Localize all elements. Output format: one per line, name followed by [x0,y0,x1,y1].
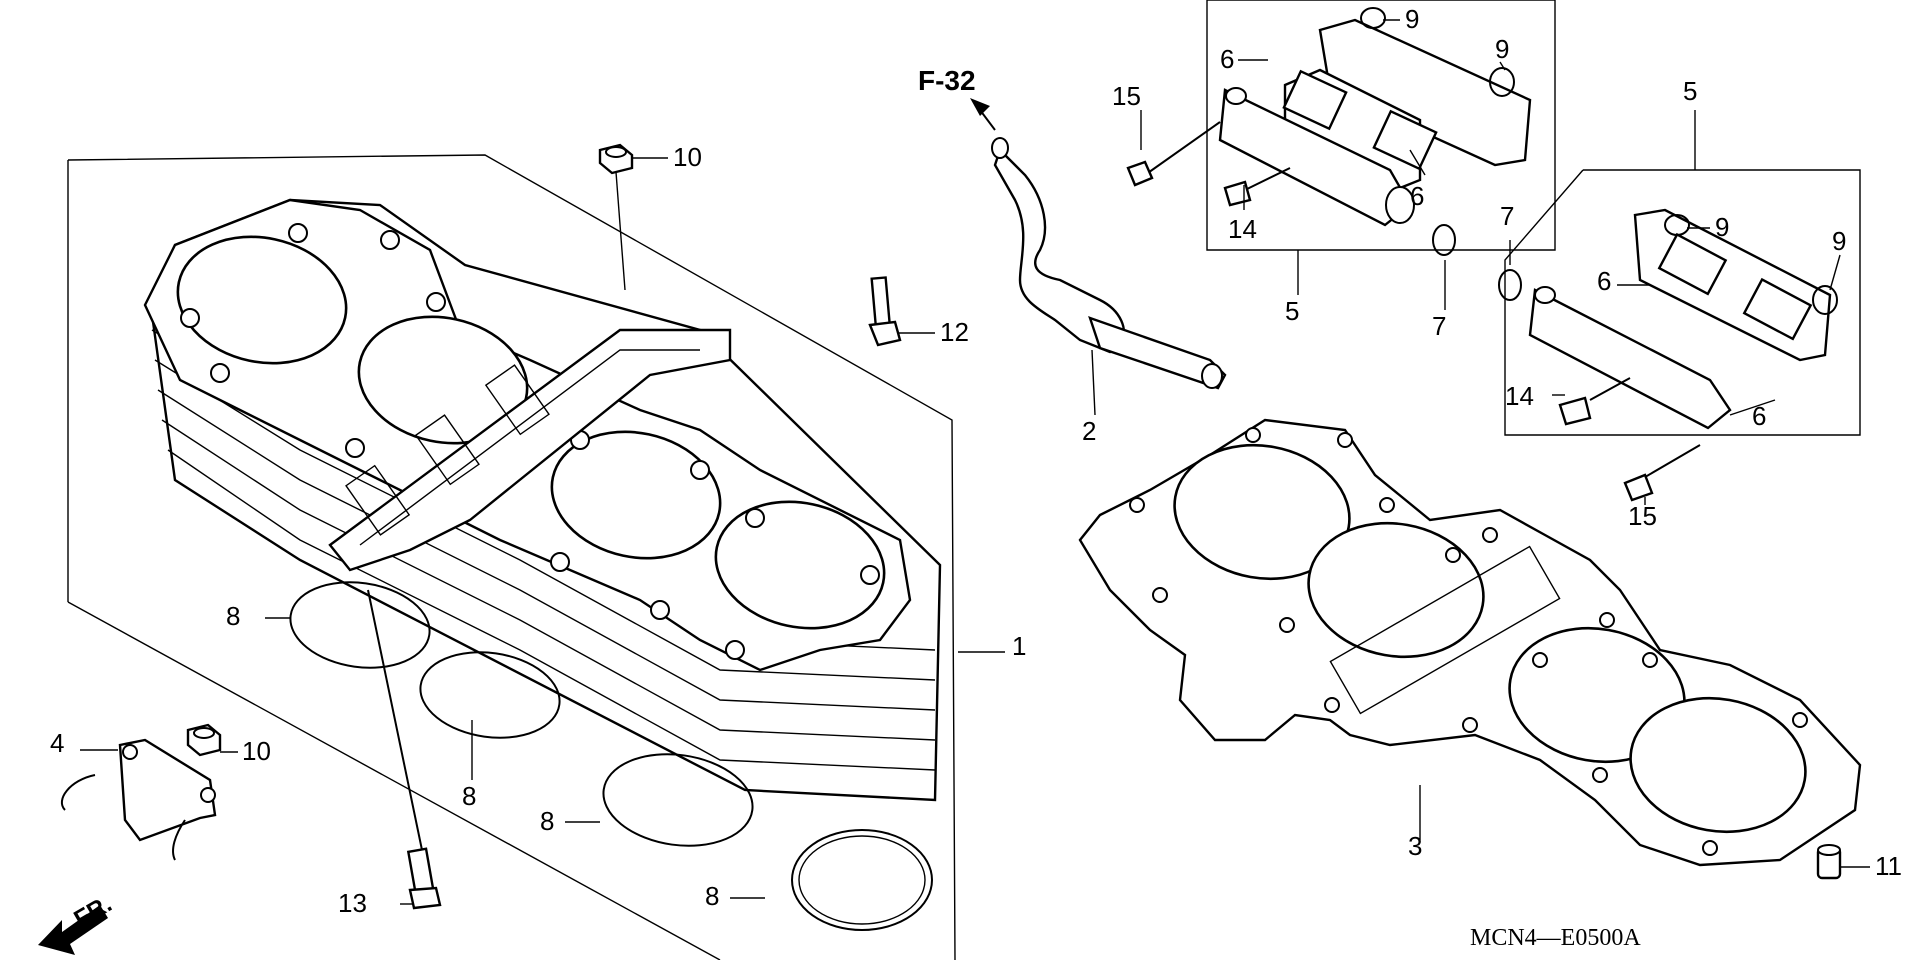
bolt-15-lower[interactable] [1623,444,1701,502]
callout-5-upper: 5 [1285,296,1299,326]
bolt-14-lower[interactable] [1558,377,1631,426]
cylinder-head-gasket[interactable] [1078,418,1862,867]
flange-nut-upper[interactable] [598,143,634,175]
callout-9-b: 9 [1495,34,1509,64]
stud-bolt-13[interactable] [367,589,442,910]
washer-7-lower[interactable] [1498,269,1522,301]
reed-valve-group-lower [1504,140,1861,436]
o-ring-1[interactable] [285,574,435,677]
callout-2: 2 [1082,416,1096,446]
callout-14-upper: 14 [1228,214,1257,244]
callout-6-a: 6 [1220,44,1234,74]
callout-8-b: 8 [462,781,476,811]
o-ring-4[interactable] [791,829,933,931]
callout-9-c: 9 [1715,212,1729,242]
cylinder-block[interactable] [143,198,942,802]
flange-nut-lower[interactable] [186,723,222,757]
callout-10-upper: 10 [673,142,702,172]
callout-labels: F-32 1 2 3 4 5 5 6 6 6 6 7 7 8 8 8 8 9 9… [50,4,1902,951]
o-ring-2[interactable] [415,644,565,747]
bolt-15-upper[interactable] [1126,121,1221,187]
bolt-14-upper[interactable] [1223,167,1291,207]
leader-lines [80,19,1870,905]
callout-9-d: 9 [1832,226,1846,256]
diagram-reference-code: MCN4—E0500A [1470,925,1641,951]
callout-11: 11 [1875,851,1902,881]
callout-5-lower: 5 [1683,76,1697,106]
f32-arrow [970,98,996,131]
page-reference: F-32 [918,65,976,96]
bracket-4[interactable] [60,738,217,861]
front-direction-indicator: FR. [38,890,116,955]
callout-7-a: 7 [1432,311,1446,341]
reed-valve-group-upper [1126,0,1556,251]
callout-6-c: 6 [1597,266,1611,296]
callout-10-lower: 10 [242,736,271,766]
callout-6-b: 6 [1410,181,1424,211]
callout-3: 3 [1408,831,1422,861]
callout-14-lower: 14 [1505,381,1534,411]
callout-15-lower: 15 [1628,501,1657,531]
callout-6-d: 6 [1752,401,1766,431]
callout-12: 12 [940,317,969,347]
o-ring-3[interactable] [597,745,758,855]
water-pipe[interactable] [991,137,1227,390]
callout-9-a: 9 [1405,4,1419,34]
o-ring-group [285,574,933,931]
callout-8-c: 8 [540,806,554,836]
callout-15-upper: 15 [1112,81,1141,111]
callout-13: 13 [338,888,367,918]
callout-1: 1 [1012,631,1026,661]
nut-11[interactable] [1816,844,1842,880]
cylinder-group-outline [67,154,956,960]
callout-4: 4 [50,728,64,758]
washer-7-upper[interactable] [1432,224,1456,256]
callout-7-b: 7 [1500,201,1514,231]
callout-8-a: 8 [226,601,240,631]
bolt-12[interactable] [868,276,902,347]
callout-8-d: 8 [705,881,719,911]
